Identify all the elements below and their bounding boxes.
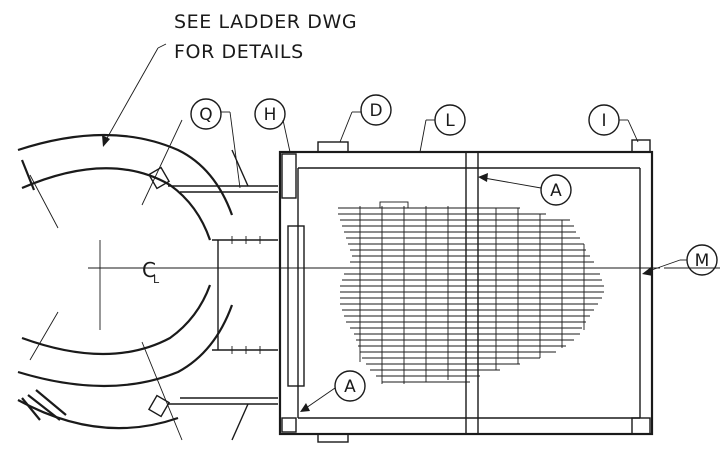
callout-label: D: [369, 101, 382, 121]
callout-bubble: [190, 98, 222, 130]
note-line-1: SEE LADDER DWG: [174, 11, 357, 33]
radial-4: [141, 341, 183, 441]
note-leader: [105, 47, 159, 141]
radial-3: [29, 311, 59, 361]
pad-lower: [147, 394, 171, 418]
callout-A-bottom: A: [300, 370, 366, 412]
grating-pattern: [338, 201, 604, 384]
leader-arrow: [642, 267, 653, 276]
callout-label: H: [264, 105, 277, 125]
callout-H: H: [254, 98, 291, 153]
callout-D: D: [339, 94, 392, 143]
ring-inner-upper: [21, 167, 212, 241]
callout-A-top: A: [478, 173, 572, 206]
callout-label: A: [344, 377, 356, 397]
lug-bottom-left: [317, 433, 349, 443]
callout-bubble: [254, 98, 286, 130]
callout-label: Q: [199, 105, 212, 125]
leader-arrow: [478, 173, 488, 182]
support-lower: [231, 403, 249, 441]
callout-bubble: [540, 174, 572, 206]
centerline-group: C L: [88, 258, 720, 286]
callout-I: I: [588, 104, 639, 143]
ring-bracket-1: [27, 394, 61, 421]
ring-outer-lower: [17, 304, 234, 388]
lug-top-left: [317, 141, 349, 153]
callout-L: L: [419, 104, 466, 153]
lug-bottom-right: [631, 417, 651, 435]
callout-label: M: [695, 251, 710, 271]
radial-1: [29, 174, 59, 229]
callout-Q: Q: [190, 98, 241, 189]
end-plate-bottom: [281, 417, 297, 433]
callout-label: I: [601, 111, 606, 131]
leader-arrow: [300, 403, 310, 412]
ring-cut-2: [21, 397, 41, 421]
ladder-ring: [17, 119, 234, 441]
leader: [229, 111, 241, 189]
ring-cut-1: [20, 159, 36, 191]
leader: [627, 119, 639, 143]
walkway: [168, 149, 278, 441]
ring-outer-bottom: [17, 399, 179, 430]
leader: [419, 119, 427, 153]
end-plate-mid: [287, 225, 305, 387]
callout-bubble: [334, 370, 366, 402]
centerline-symbol: C: [142, 258, 156, 282]
end-plate-top: [281, 153, 297, 199]
pad-upper: [147, 166, 171, 190]
grate-notch: [379, 201, 409, 209]
callout-M: M: [642, 244, 718, 276]
note-leader-arrow: [102, 135, 110, 147]
ring-outer-upper: [17, 133, 234, 216]
lug-top-right: [631, 139, 651, 153]
support-upper: [231, 149, 249, 187]
note-line-2: FOR DETAILS: [174, 41, 304, 63]
callout-label: L: [445, 111, 455, 131]
leader: [282, 119, 291, 153]
ring-inner-lower: [21, 284, 212, 356]
callout-bubble: [360, 94, 392, 126]
ring-bracket-2: [35, 389, 67, 416]
leader: [305, 387, 336, 409]
skid-frame: [278, 139, 654, 443]
leader: [339, 111, 353, 143]
ladder-note: SEE LADDER DWG FOR DETAILS: [102, 11, 357, 147]
centerline-subscript: L: [153, 273, 160, 286]
radial-2: [141, 119, 183, 206]
leader: [483, 177, 542, 189]
note-leader-tick: [157, 43, 167, 49]
callout-label: A: [550, 181, 562, 201]
leader: [645, 259, 681, 273]
